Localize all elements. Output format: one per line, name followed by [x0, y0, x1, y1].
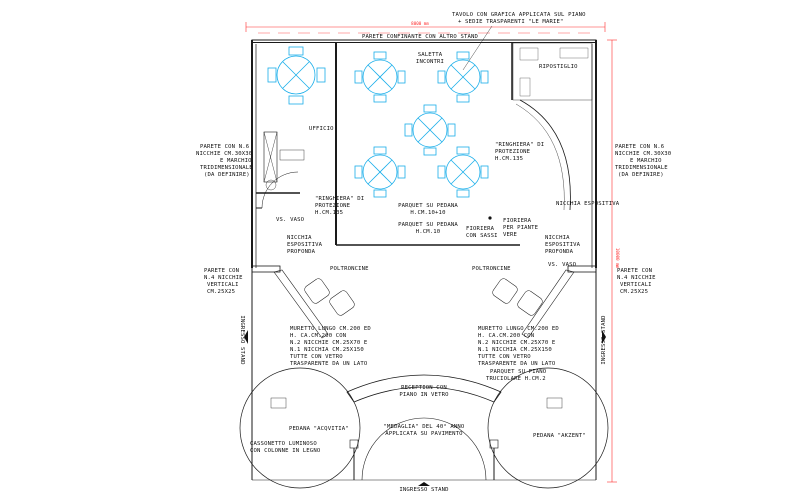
- label-parete4-right-3: VERTICALI: [620, 282, 652, 288]
- label-pedana-akzent: PEDANA "AKZENT": [533, 433, 586, 439]
- lower-area: [239, 269, 609, 489]
- label-ringhiera-left-2: PROTEZIONE: [315, 203, 351, 209]
- meeting-tables: [354, 51, 489, 198]
- label-cassonetto-2: CON COLONNE IN LEGNO: [250, 448, 321, 454]
- label-muretto-left-5: TUTTE CON VETRO: [290, 354, 343, 360]
- label-parete4-left-4: CM.25X25: [207, 289, 235, 295]
- label-saletta-2: INCONTRI: [416, 59, 444, 65]
- label-parete6-right-3: E MARCHIO: [630, 158, 662, 164]
- label-parete6-left-4: TRIDIMENSIONALE: [200, 165, 253, 171]
- label-parquet-h10-1: PARQUET SU PEDANA: [398, 222, 458, 228]
- label-muretto-right-1: MURETTO LUNGO CM.200 ED: [478, 326, 559, 332]
- dimension-width-top: 8000 mm: [411, 21, 429, 26]
- label-fioriera-piante-1: FIORIERA: [503, 218, 532, 224]
- label-parete4-left-2: N.4 NICCHIE: [204, 275, 243, 281]
- label-ringhiera-right-2: PROTEZIONE: [495, 149, 531, 155]
- label-parete6-left-5: (DA DEFINIRE): [204, 172, 250, 178]
- label-parquet-h10-2: H.CM.10: [416, 229, 441, 235]
- label-poltroncine-left: POLTRONCINE: [330, 266, 369, 272]
- label-muretto-right-5: TUTTE CON VETRO: [478, 354, 531, 360]
- label-nicchia-left-2: ESPOSITIVA: [287, 242, 323, 248]
- label-pedana-acquitia: PEDANA "ACQVITIA": [289, 426, 349, 432]
- label-parete6-right-5: (DA DEFINIRE): [618, 172, 664, 178]
- label-parete4-right-2: N.4 NICCHIE: [617, 275, 656, 281]
- entrance-arrows: [244, 330, 606, 486]
- label-reception-1: RECEPTION CON: [401, 385, 447, 391]
- label-ingresso-left: INGRESSO STAND: [239, 315, 245, 365]
- label-parete6-right-2: NICCHIE CM.30X30: [615, 151, 671, 157]
- label-poltroncine-right: POLTRONCINE: [472, 266, 511, 272]
- label-parete4-left-3: VERTICALI: [207, 282, 239, 288]
- label-ringhiera-left-1: "RINGHIERA" DI: [315, 196, 364, 202]
- label-cassonetto-1: CASSONETTO LUMINOSO: [250, 441, 317, 447]
- label-nicchia-right-3: PROFONDA: [545, 249, 574, 255]
- dimension-depth-right: 10000 mm: [615, 248, 620, 269]
- label-fioriera-piante-3: VERE: [503, 232, 518, 238]
- annotations: TAVOLO CON GRAFICA APPLICATA SUL PIANO +…: [196, 12, 671, 493]
- label-parquet-10-2: H.CM.10+10: [410, 210, 445, 216]
- label-vs-vaso-right: VS. VASO: [548, 262, 577, 268]
- label-fioriera-sassi-1: FIORIERA: [466, 226, 495, 232]
- label-ingresso-bottom: INGRESSO STAND: [399, 487, 449, 493]
- label-parete4-left-1: PARETE CON: [204, 268, 239, 274]
- label-ringhiera-right-3: H.CM.135: [495, 156, 523, 162]
- label-medaglia-2: APPLICATA SU PAVIMENTO: [385, 431, 463, 437]
- label-parete6-left-2: NICCHIE CM.30X30: [196, 151, 252, 157]
- label-parete6-right-1: PARETE CON N.6: [615, 144, 664, 150]
- label-nicchia-left-3: PROFONDA: [287, 249, 316, 255]
- label-muretto-right-2: H. CA.CM.200 CON: [478, 333, 534, 339]
- saletta-incontri: SALETTA INCONTRI: [335, 43, 571, 246]
- label-muretto-left-4: N.1 NICCHIA CM.25X150: [290, 347, 364, 353]
- label-fioriera-piante-2: PER PIANTE: [503, 225, 539, 231]
- label-parete6-left-3: E MARCHIO: [220, 158, 252, 164]
- fioriera-dot: [488, 216, 492, 220]
- label-tavolo-1: TAVOLO CON GRAFICA APPLICATA SUL PIANO: [452, 12, 586, 18]
- label-nicchia-left-1: NICCHIA: [287, 235, 312, 241]
- label-fioriera-sassi-2: CON SASSI: [466, 233, 498, 239]
- label-parete4-right-1: PARETE CON: [617, 268, 652, 274]
- label-vs-vaso-left: VS. VASO: [276, 217, 305, 223]
- label-ufficio: UFFICIO: [309, 126, 334, 132]
- dimension-lines: 8000 mm 10000 mm: [245, 21, 620, 483]
- label-parquet-truciolare-1: PARQUET SU PIANO: [490, 369, 547, 375]
- ripostiglio-room: RIPOSTIGLIO: [512, 42, 593, 101]
- label-muretto-right-4: N.1 NICCHIA CM.25X150: [478, 347, 552, 353]
- label-parete6-left-1: PARETE CON N.6: [200, 144, 249, 150]
- label-muretto-right-3: N.2 NICCHIE CM.25X70 E: [478, 340, 556, 346]
- label-muretto-left-6: TRASPARENTE DA UN LATO: [290, 361, 368, 367]
- label-muretto-left-2: H. CA.CM.200 CON: [290, 333, 346, 339]
- label-medaglia-1: "MEDAGLIA" DEL 40° ANNO: [384, 424, 465, 430]
- label-ringhiera-left-3: H.CM.135: [315, 210, 343, 216]
- label-parete4-right-4: CM.25X25: [620, 289, 648, 295]
- label-parete6-right-4: TRIDIMENSIONALE: [615, 165, 668, 171]
- label-parquet-10-1: PARQUET SU PEDANA: [398, 203, 458, 209]
- label-muretto-right-6: TRASPARENTE DA UN LATO: [478, 361, 556, 367]
- outer-walls: [251, 39, 597, 481]
- label-ringhiera-right-1: "RINGHIERA" DI: [495, 142, 544, 148]
- label-nicchia-espositiva-1: NICCHIA ESPOSITIVA: [556, 201, 620, 207]
- label-reception-2: PIANO IN VETRO: [399, 392, 449, 398]
- label-muretto-left-1: MURETTO LUNGO CM.200 ED: [290, 326, 371, 332]
- label-ripostiglio: RIPOSTIGLIO: [539, 64, 578, 70]
- label-parquet-truciolare-2: TRUCIOLARE H.CM.2: [486, 376, 546, 382]
- label-muretto-left-3: N.2 NICCHIE CM.25X70 E: [290, 340, 368, 346]
- label-nicchia-right-1: NICCHIA: [545, 235, 570, 241]
- label-saletta-1: SALETTA: [418, 52, 443, 58]
- label-parete-confinante: PARETE CONFINANTE CON ALTRO STAND: [362, 34, 479, 40]
- label-nicchia-right-2: ESPOSITIVA: [545, 242, 581, 248]
- label-tavolo-2: + SEDIE TRASPARENTI "LE MARIE": [458, 19, 564, 25]
